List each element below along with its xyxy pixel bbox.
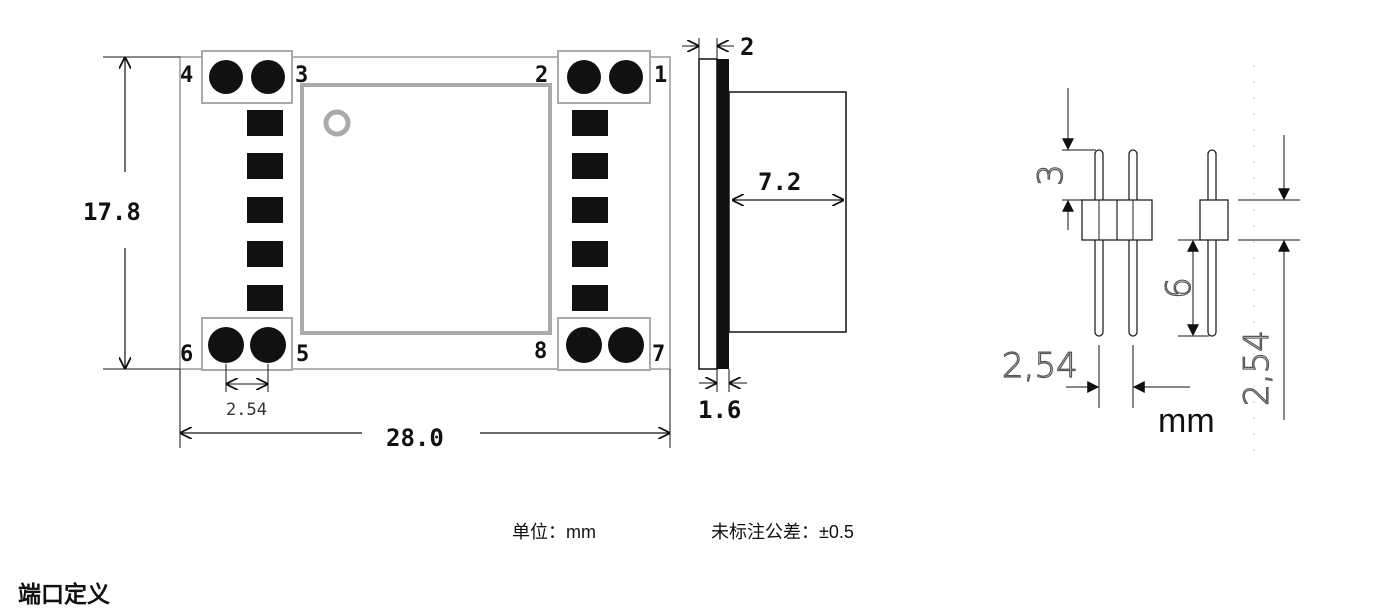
pin-label-7: 7 [652, 342, 665, 367]
pin-label-8: 8 [534, 339, 547, 364]
pin-5-pad [250, 327, 286, 363]
tolerance-caption: 未标注公差：±0.5 [711, 522, 854, 542]
pin-3-pad [251, 60, 285, 94]
header-side-body [1199, 199, 1229, 241]
board-outline [179, 56, 671, 370]
right-dim-label: 2,54 [1237, 330, 1277, 406]
pin-8-pad [566, 327, 602, 363]
pitch-label: 2.54 [226, 400, 267, 420]
header-side-pin [1207, 149, 1217, 337]
side-board [698, 58, 718, 370]
pin1-marker [323, 109, 351, 137]
shield-can [300, 83, 552, 335]
unit-caption: 单位：mm [512, 522, 596, 542]
pin-6-pad [208, 327, 244, 363]
dim6-label: 6 [1159, 277, 1199, 299]
component-height-label: 7.2 [758, 168, 801, 196]
width-label: 28.0 [386, 424, 444, 452]
dim3-label: 3 [1031, 164, 1071, 186]
pin-label-2: 2 [535, 63, 548, 88]
section-heading: 端口定义 [18, 581, 110, 607]
smd-pads-left [247, 110, 283, 311]
pin-label-6: 6 [180, 342, 193, 367]
unit-label: mm [1158, 402, 1215, 440]
header-pin-right [1128, 149, 1138, 337]
overall-label: 1.6 [698, 396, 741, 424]
height-label: 17.8 [83, 198, 141, 226]
pin-label-4: 4 [180, 63, 193, 88]
dimension-drawing: 4 3 2 1 6 5 8 7 17.8 [83, 33, 1300, 462]
thickness-label: 2 [740, 33, 754, 61]
smd-pads-right [572, 110, 608, 311]
pitch254-label: 2,54 [1002, 346, 1078, 386]
pin-label-3: 3 [295, 63, 308, 88]
pin-7-pad [608, 327, 644, 363]
front-view: 4 3 2 1 6 5 8 7 17.8 [83, 50, 671, 452]
pin-2-pad [567, 60, 601, 94]
side-view: 2 1.6 7.2 [682, 33, 847, 424]
side-shield-can [728, 91, 847, 333]
pin-label-5: 5 [296, 342, 309, 367]
header-view: 3 6 2,54 2,54 mm [1001, 65, 1300, 462]
header-pin-left [1094, 149, 1104, 337]
pin-4-pad [209, 60, 243, 94]
pin-1-pad [609, 60, 643, 94]
side-pcb-layer [717, 59, 729, 369]
pin-label-1: 1 [654, 63, 667, 88]
